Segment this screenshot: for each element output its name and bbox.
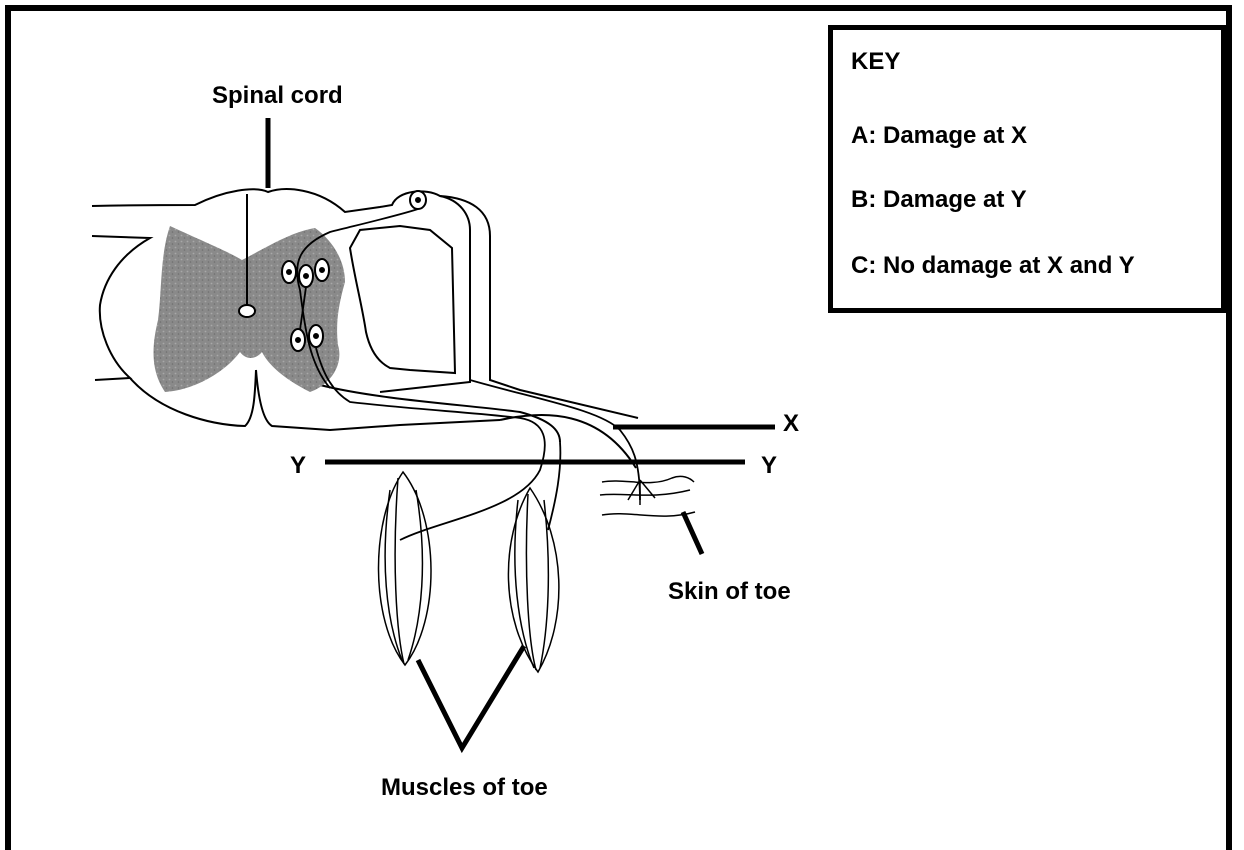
muscles-pointer	[418, 646, 524, 748]
nerve-fibres	[297, 209, 640, 540]
dorsal-root-ganglion	[410, 191, 426, 209]
damage-lines	[325, 427, 775, 462]
x-label: X	[783, 410, 799, 438]
y-left-label: Y	[290, 452, 306, 480]
y-right-label: Y	[761, 452, 777, 480]
muscles-of-toe-label: Muscles of toe	[381, 774, 548, 802]
key-title: KEY	[851, 48, 900, 76]
skin-pointer	[683, 512, 702, 554]
skin-of-toe	[600, 476, 695, 516]
key-item-c: C: No damage at X and Y	[851, 252, 1135, 280]
key-item-a: A: Damage at X	[851, 122, 1027, 150]
spinal-cord-label: Spinal cord	[212, 82, 343, 110]
key-item-b: B: Damage at Y	[851, 186, 1027, 214]
toe-muscles	[378, 472, 558, 672]
skin-of-toe-label: Skin of toe	[668, 578, 791, 606]
key-box: KEY A: Damage at X B: Damage at Y C: No …	[828, 25, 1226, 313]
pointer-lines	[268, 118, 702, 748]
